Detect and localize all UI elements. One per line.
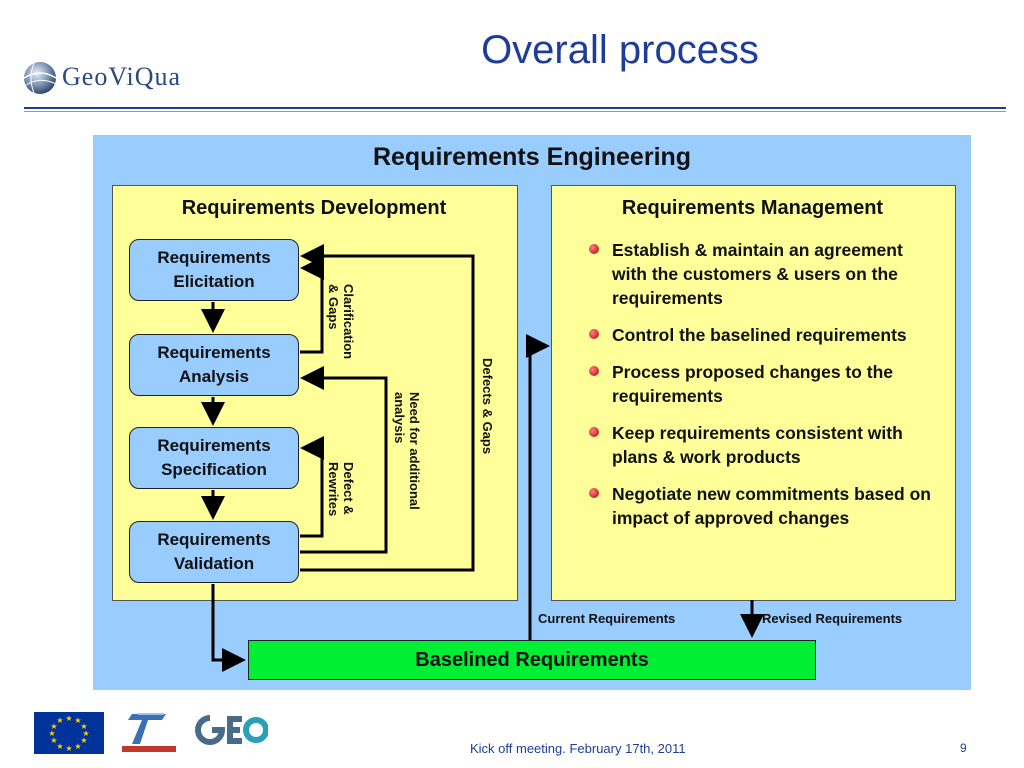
label-revised-requirements: Revised Requirements <box>762 611 903 626</box>
footer-text: Kick off meeting. February 17th, 2011 <box>470 741 686 756</box>
management-item: Control the baselined requirements <box>586 323 936 347</box>
bullet-icon <box>589 244 599 254</box>
label-clarification: Clarification & Gaps <box>326 284 356 360</box>
header-divider-thin <box>24 111 1006 112</box>
page-number: 9 <box>960 741 967 755</box>
arrow-clarification-loop <box>300 256 324 354</box>
svg-text:★: ★ <box>74 742 81 751</box>
stage-validation: Requirements Validation <box>129 521 299 583</box>
svg-text:★: ★ <box>56 716 63 725</box>
logo-text: GeoViQua <box>62 62 182 91</box>
management-title: Requirements Management <box>621 197 884 219</box>
baselined-requirements-box: Baselined Requirements <box>248 640 816 680</box>
label-defects-gaps: Defects & Gaps <box>480 358 495 455</box>
development-title: Requirements Development <box>181 197 447 219</box>
label-current-requirements: Current Requirements <box>538 611 676 626</box>
header-divider <box>24 107 1006 109</box>
svg-text:★: ★ <box>50 722 57 731</box>
bullet-icon <box>589 366 599 376</box>
arrow-analysis-loop <box>300 366 388 554</box>
label-need-analysis: Need for additional analysis <box>392 392 422 510</box>
svg-text:★: ★ <box>56 742 63 751</box>
svg-text:★: ★ <box>82 729 89 738</box>
arrow-defect-loop <box>300 436 324 538</box>
fp7-cooperation-icon <box>122 713 176 752</box>
geo-logo-icon <box>195 715 268 745</box>
stage-specification: Requirements Specification <box>129 427 299 489</box>
diagram-title: Requirements Engineering <box>372 143 692 171</box>
bullet-icon <box>589 488 599 498</box>
management-list: Establish & maintain an agreement with t… <box>586 238 936 543</box>
stage-elicitation: Requirements Elicitation <box>129 239 299 301</box>
management-item: Establish & maintain an agreement with t… <box>586 238 936 310</box>
bullet-icon <box>589 427 599 437</box>
svg-text:★: ★ <box>65 714 72 723</box>
stage-analysis: Requirements Analysis <box>129 334 299 396</box>
svg-text:★: ★ <box>74 716 81 725</box>
slide-title: Overall process <box>481 28 759 72</box>
management-item: Process proposed changes to the requirem… <box>586 360 936 408</box>
globe-logo-icon <box>23 62 57 94</box>
svg-text:★: ★ <box>50 736 57 745</box>
bullet-icon <box>589 329 599 339</box>
svg-text:★: ★ <box>65 744 72 753</box>
arrow-current-requirements <box>526 334 550 640</box>
svg-text:★: ★ <box>80 736 87 745</box>
management-panel <box>551 185 956 601</box>
arrow-defects-gaps-loop <box>300 244 475 572</box>
eu-flag-icon: ★★★ ★★★ ★★★ ★★★ <box>34 712 104 754</box>
svg-text:★: ★ <box>80 722 87 731</box>
svg-text:★: ★ <box>48 729 55 738</box>
management-item: Negotiate new commitments based on impac… <box>586 482 936 530</box>
arrow-validation-baseline <box>211 584 246 672</box>
label-defect-rewrites: Defect & Rewrites <box>326 462 356 517</box>
management-item: Keep requirements consistent with plans … <box>586 421 936 469</box>
